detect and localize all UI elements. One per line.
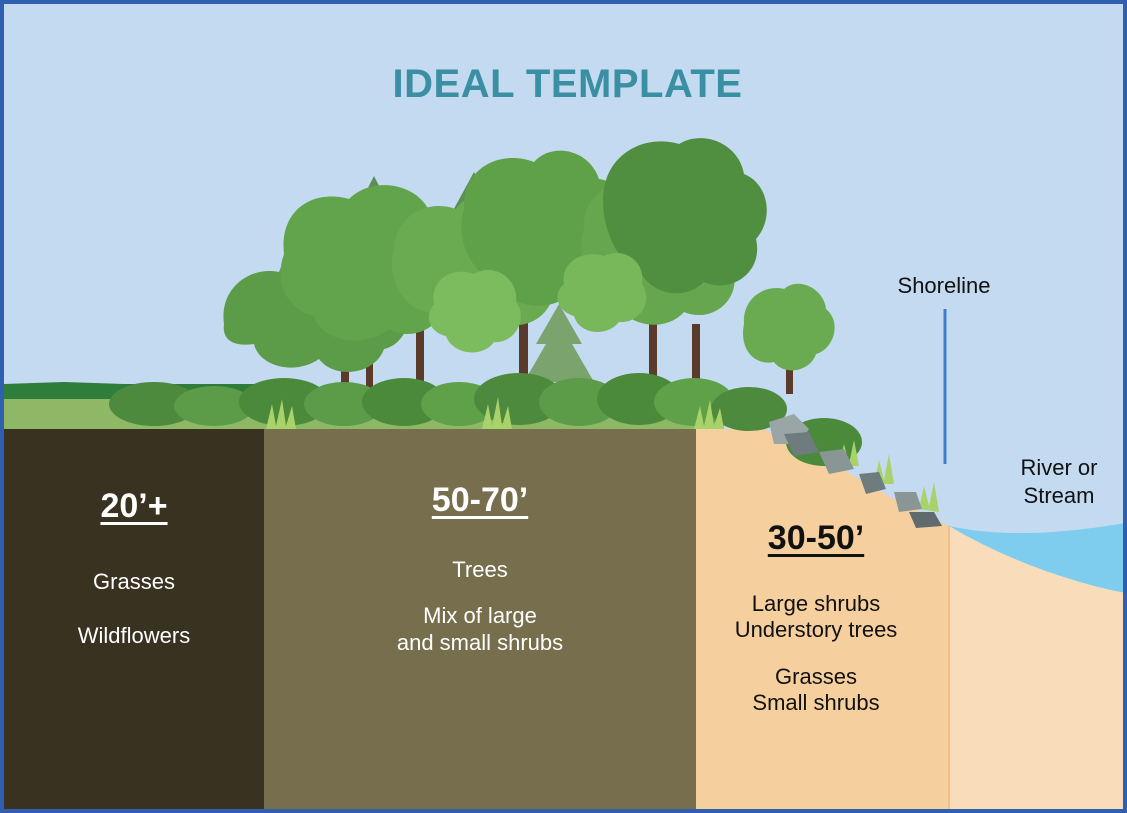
zone-3-distance: 30-50’ (767, 519, 865, 557)
zone-2-item: and small shrubs (396, 629, 564, 655)
shrub-row (109, 373, 862, 466)
river-water (949, 523, 1123, 593)
zone-3-item: Understory trees (734, 617, 898, 643)
zone-2-item: Mix of large (423, 603, 537, 629)
zone-2-item: Trees (452, 556, 508, 582)
landscape-illustration (4, 138, 1123, 809)
zone-3-text: 30-50’ Large shrubs Understory trees Gra… (716, 518, 916, 716)
zone-2-distance: 50-70’ (431, 481, 529, 519)
grass-tufts (266, 397, 939, 512)
shoreline-label: Shoreline (897, 273, 991, 298)
zone-1-item: Wildflowers (77, 623, 191, 649)
water-label-line2: Stream (1023, 482, 1095, 508)
zone-1-item: Grasses (93, 568, 175, 594)
zone-1-block (4, 429, 264, 809)
diagram-title: IDEAL TEMPLATE (392, 62, 743, 106)
zone-3-block (696, 429, 949, 809)
zone-2-text: 50-70’ Trees Mix of large and small shru… (350, 480, 610, 656)
zone-1-text: 20’+ Grasses Wildflowers (34, 486, 234, 650)
zone-3-item: Small shrubs (752, 689, 880, 715)
shore-rocks (769, 414, 942, 528)
zone-3-item: Grasses (775, 663, 857, 689)
zone-2-block (264, 429, 696, 809)
river-bank (949, 526, 1123, 809)
water-label-line1: River or (1020, 455, 1098, 480)
zone-3-item: Large shrubs (751, 590, 881, 616)
zone-1-distance: 20’+ (100, 487, 168, 525)
tree-canopy (223, 138, 835, 372)
water-label: River or Stream (994, 454, 1123, 509)
